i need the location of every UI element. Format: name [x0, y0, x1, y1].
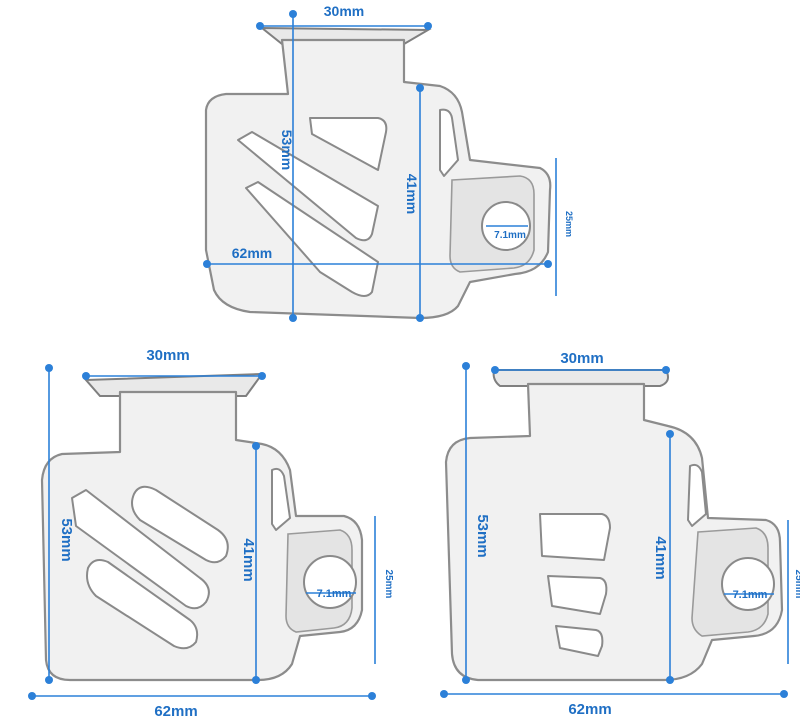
dim-dot [416, 84, 424, 92]
dim-label-height-side: 41mm [404, 174, 420, 214]
dim-label-bracket-height: 25mm [793, 570, 800, 599]
vent-window-1 [539, 513, 611, 561]
view-bottom-left: 30mm 53mm 41mm 25mm 7.1mm 62mm [28, 347, 394, 720]
dim-dot [258, 372, 266, 380]
dim-dot [82, 372, 90, 380]
side-slot [687, 463, 707, 527]
mount-hole [303, 555, 357, 609]
dim-label-hole: 7.1mm [733, 589, 768, 601]
dim-label-bottom-width: 62mm [568, 701, 611, 718]
vent-slot-3 [245, 181, 379, 297]
dim-dot [203, 260, 211, 268]
vent-slot-2 [237, 131, 379, 242]
dim-label-bracket-height: 25mm [383, 570, 394, 599]
side-slot [271, 467, 291, 531]
dim-dot [45, 364, 53, 372]
mount-hole [721, 557, 775, 611]
dim-label-bottom-width: 62mm [154, 703, 197, 720]
dim-dot [780, 690, 788, 698]
dim-dot [462, 676, 470, 684]
dim-dot [666, 676, 674, 684]
vent-slot-1 [131, 485, 229, 564]
dim-label-hole: 7.1mm [317, 588, 352, 600]
dim-dot [491, 366, 499, 374]
dim-dot [544, 260, 552, 268]
dim-dot [424, 22, 432, 30]
dim-label-height-side: 41mm [240, 538, 257, 581]
dim-label-hole: 7.1mm [494, 230, 526, 241]
dim-dot [666, 430, 674, 438]
side-slot [439, 108, 459, 177]
dim-dot [45, 676, 53, 684]
vent-slot-1 [309, 117, 388, 171]
dim-dot [289, 10, 297, 18]
vent-slot-3 [86, 559, 199, 650]
dim-dot [662, 366, 670, 374]
dim-label-top-width: 30mm [560, 350, 603, 367]
dim-label-top-width: 30mm [146, 347, 189, 364]
dim-dot [462, 362, 470, 370]
view-bottom-right: 30mm 53mm 41mm 25mm 7.1mm 62mm [440, 350, 800, 718]
dim-label-top-width: 30mm [324, 3, 364, 19]
vent-window-3 [555, 625, 604, 657]
dim-dot [252, 676, 260, 684]
dim-dot [440, 690, 448, 698]
dim-label-bracket-height: 25mm [564, 211, 574, 237]
view-top: 30mm 53mm 41mm 25mm 7.1mm 62mm [203, 3, 574, 322]
dim-label-height-side: 41mm [652, 536, 669, 579]
dim-label-height-total: 53mm [58, 518, 75, 561]
dim-dot [289, 314, 297, 322]
dim-dot [252, 442, 260, 450]
dim-dot [416, 314, 424, 322]
vent-window-2 [547, 575, 608, 615]
dim-label-height-total: 53mm [279, 130, 295, 170]
dim-label-height-total: 53mm [474, 514, 491, 557]
dim-dot [256, 22, 264, 30]
dim-dot [28, 692, 36, 700]
dim-label-bottom-width: 62mm [232, 245, 272, 261]
dim-dot [368, 692, 376, 700]
vent-slot-2 [71, 489, 210, 610]
top-mount-tab [492, 369, 669, 387]
